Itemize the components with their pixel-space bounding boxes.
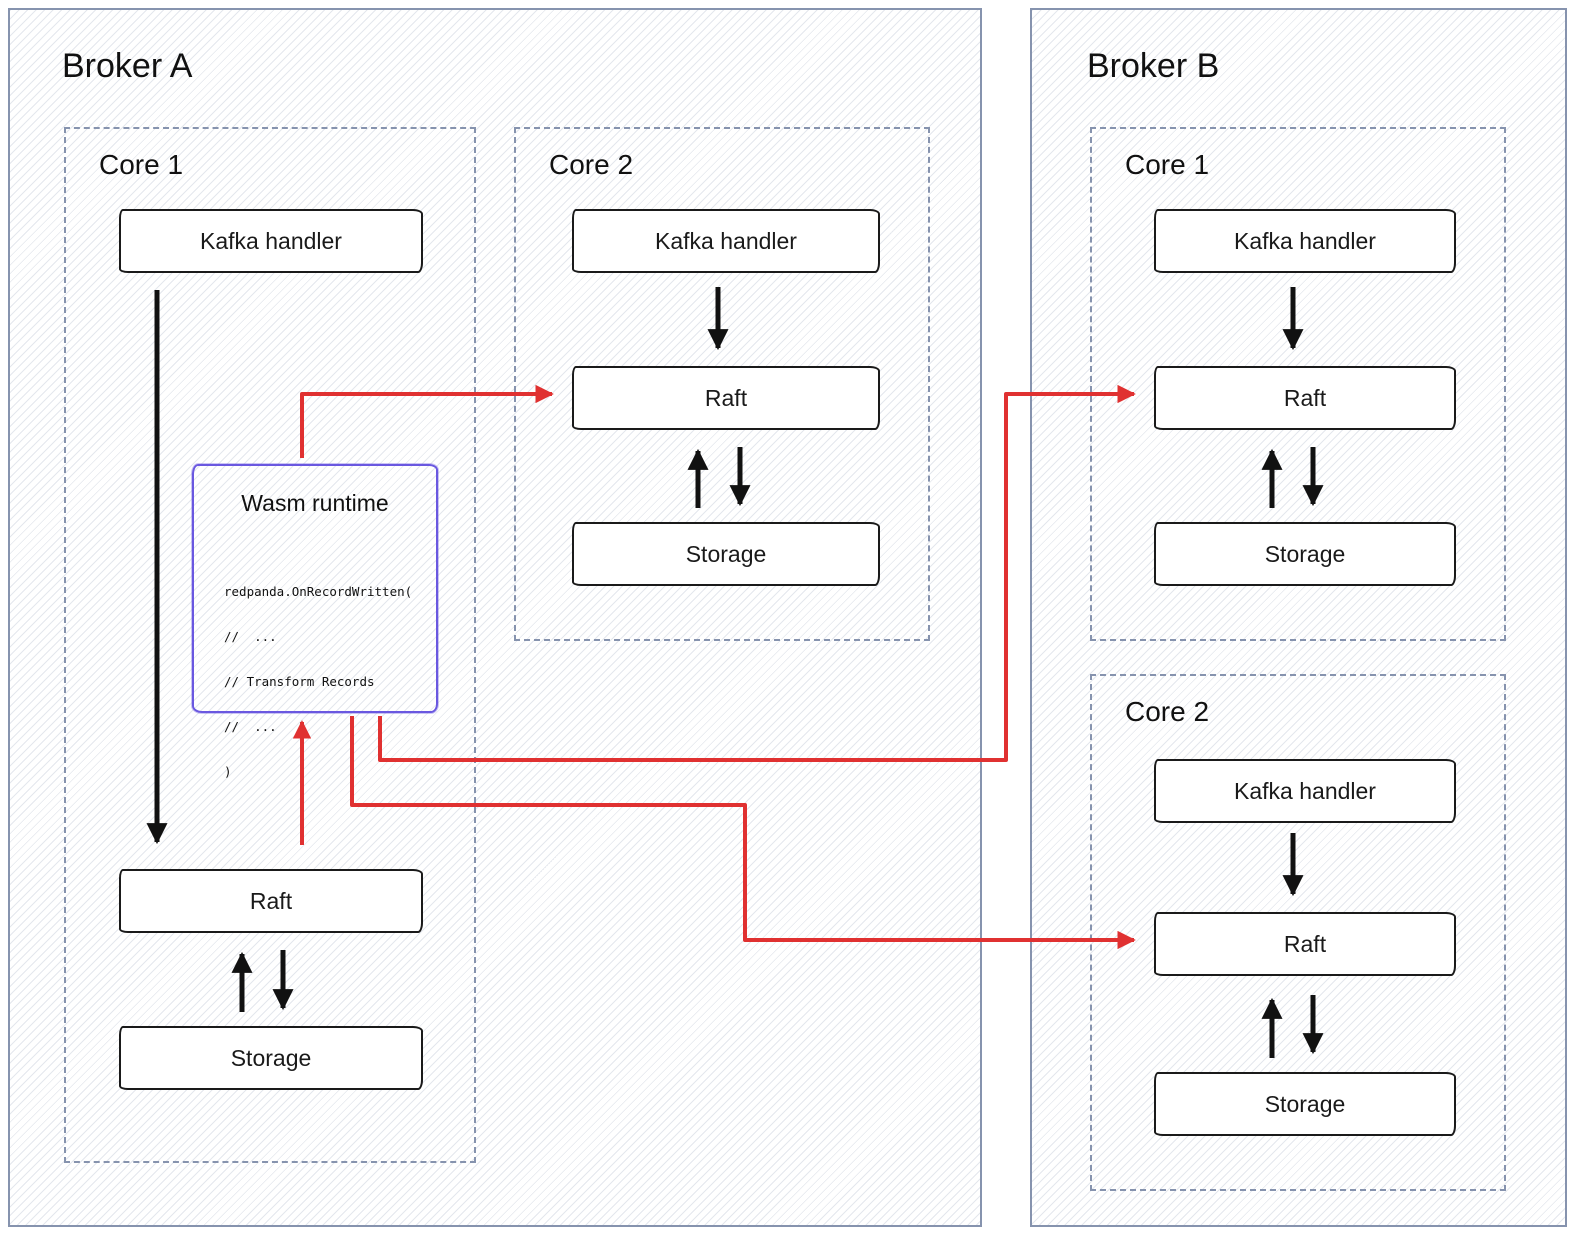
storage-box: Storage	[1154, 522, 1456, 586]
raft-label: Raft	[704, 384, 748, 411]
storage-box: Storage	[1154, 1072, 1456, 1136]
raft-box: Raft	[1154, 366, 1456, 430]
raft-box: Raft	[572, 366, 880, 430]
kafka-handler-label: Kafka handler	[1234, 777, 1376, 804]
code-line: // ...	[224, 629, 277, 644]
core-label: Core 1	[1125, 149, 1210, 180]
core-label: Core 1	[99, 149, 184, 180]
raft-label: Raft	[1283, 384, 1327, 411]
core-label: Core 2	[1125, 696, 1210, 727]
storage-label: Storage	[685, 540, 767, 567]
kafka-handler-label: Kafka handler	[1234, 227, 1376, 254]
broker-a-frame: Broker A Core 1 Kafka handler Wasm runti…	[8, 8, 982, 1227]
broker-a-core-1-frame: Core 1 Kafka handler Wasm runtime redpan…	[64, 127, 476, 1163]
code-line: )	[224, 764, 232, 779]
broker-b-core-1-frame: Core 1 Kafka handler Raft Storage	[1090, 127, 1506, 641]
kafka-handler-box: Kafka handler	[572, 209, 880, 273]
code-line: // Transform Records	[224, 674, 375, 689]
code-line: redpanda.OnRecordWritten(	[224, 584, 413, 599]
raft-label: Raft	[1283, 930, 1327, 957]
broker-a-label: Broker A	[62, 47, 193, 85]
kafka-handler-box: Kafka handler	[119, 209, 423, 273]
broker-a-core-2-frame: Core 2 Kafka handler Raft Storage	[514, 127, 930, 641]
storage-label: Storage	[230, 1044, 312, 1071]
storage-box: Storage	[119, 1026, 423, 1090]
code-line: // ...	[224, 719, 277, 734]
core-label: Core 2	[549, 149, 634, 180]
storage-label: Storage	[1264, 540, 1346, 567]
broker-b-core-2-frame: Core 2 Kafka handler Raft Storage	[1090, 674, 1506, 1191]
wasm-runtime-label: Wasm runtime	[241, 490, 389, 516]
kafka-handler-label: Kafka handler	[200, 227, 342, 254]
broker-b-label: Broker B	[1087, 47, 1220, 85]
raft-box: Raft	[1154, 912, 1456, 976]
storage-label: Storage	[1264, 1090, 1346, 1117]
kafka-handler-box: Kafka handler	[1154, 209, 1456, 273]
broker-b-frame: Broker B Core 1 Kafka handler Raft Stora…	[1030, 8, 1567, 1227]
wasm-code-snippet: redpanda.OnRecordWritten( // ... // Tran…	[224, 554, 412, 809]
raft-box: Raft	[119, 869, 423, 933]
storage-box: Storage	[572, 522, 880, 586]
kafka-handler-box: Kafka handler	[1154, 759, 1456, 823]
wasm-runtime-box: Wasm runtime redpanda.OnRecordWritten( /…	[192, 464, 438, 779]
raft-label: Raft	[249, 887, 293, 914]
kafka-handler-label: Kafka handler	[655, 227, 797, 254]
